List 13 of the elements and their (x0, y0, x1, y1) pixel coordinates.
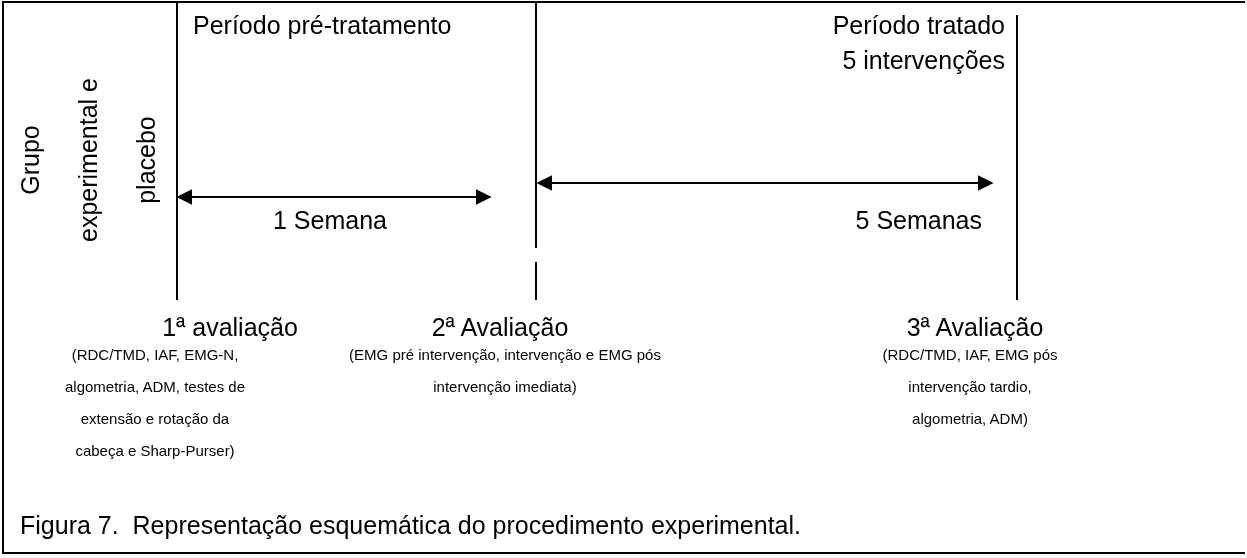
period-heading: Período tratado (831, 10, 1005, 40)
sessions-note: 5 intervenções (841, 45, 1005, 75)
figure-caption: Figura 7. Representação esquemática do procedimento experimental. (20, 510, 801, 540)
evaluation-heading: 1ª avaliação (161, 312, 299, 342)
duration-label: 1 Semana (273, 205, 388, 235)
period-heading: Período pré-tratamento (193, 10, 453, 40)
evaluation-heading: 2ª Avaliação (430, 312, 570, 342)
evaluation-details: (RDC/TMD, IAF, EMG-N, algometria, ADM, testes de extensão e rotação da cabeça e Sharp-Purser) (63, 345, 247, 461)
evaluation-details: (EMG pré intervenção, intervenção e EMG pós intervenção imediata) (348, 345, 662, 397)
duration-label: 5 Semanas (854, 205, 982, 235)
evaluation-heading: 3ª Avaliação (905, 312, 1045, 342)
evaluation-details: (RDC/TMD, IAF, EMG pós intervenção tardio, algometria, ADM) (881, 345, 1059, 429)
group-label: Grupo experimental e placebo (15, 77, 161, 244)
